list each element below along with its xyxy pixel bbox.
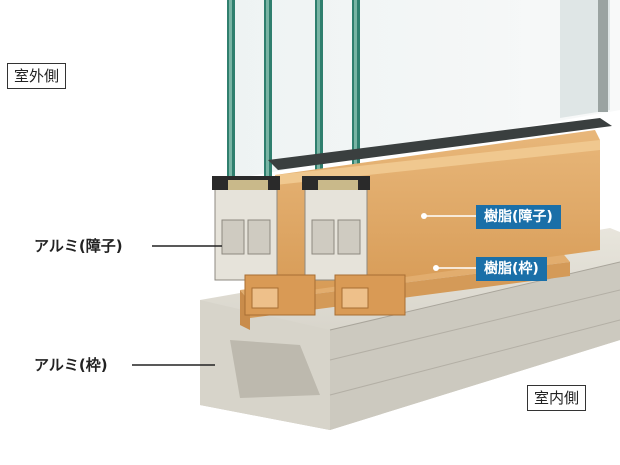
- outdoor-side-label: 室外側: [7, 63, 67, 89]
- aluminum-sash-profile: [212, 176, 406, 316]
- leader-dot-icon: [433, 265, 439, 271]
- glass-panes: [227, 0, 620, 182]
- resin-sash-label: 樹脂(障子): [476, 205, 561, 229]
- indoor-side-label: 室内側: [527, 385, 587, 411]
- aluminum-frame-label: アルミ(枠): [34, 356, 108, 374]
- leader-dot-icon: [421, 213, 427, 219]
- resin-frame-label: 樹脂(枠): [476, 257, 547, 281]
- aluminum-sash-label: アルミ(障子): [34, 237, 123, 255]
- leader-lines: [132, 213, 476, 366]
